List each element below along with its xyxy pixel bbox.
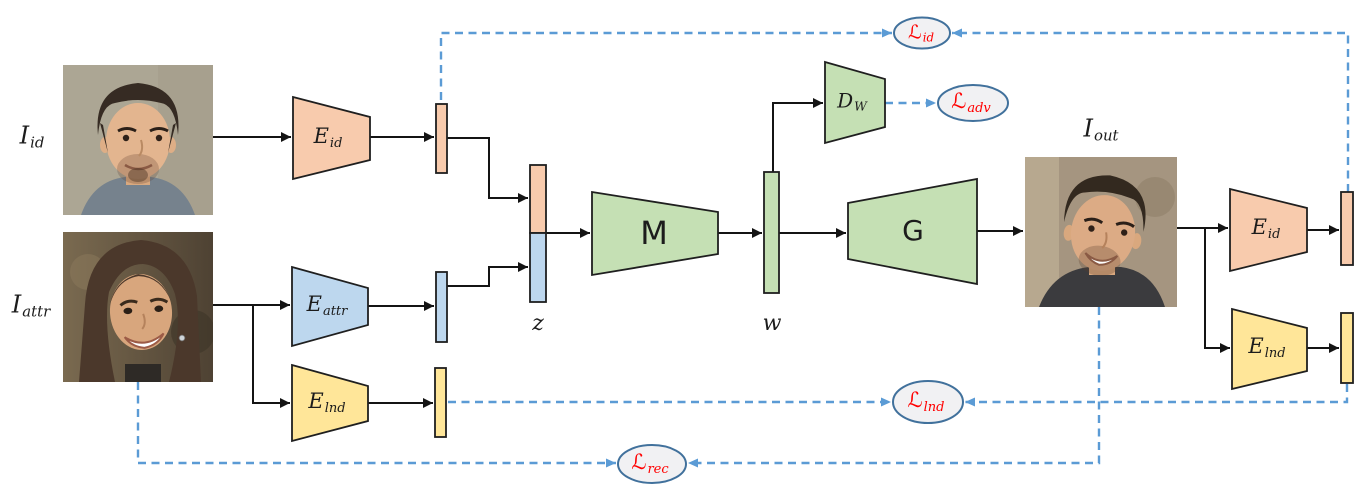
feature-bar-id-right <box>1340 191 1354 266</box>
label-encoder-lnd-right: Elnd <box>1248 336 1285 360</box>
arrow-attrbar-to-z <box>447 262 528 287</box>
encoder-e-attr <box>291 265 369 348</box>
loss-ellipse-id <box>893 16 951 50</box>
loss-id-subscript: id <box>922 30 934 45</box>
label-output: Iout <box>1084 116 1119 143</box>
label-encoder-lnd-left: Elnd <box>308 391 345 415</box>
encoder-lnd-right-symbol: E <box>1248 334 1264 359</box>
encoder-attr-subscript: attr <box>322 303 348 319</box>
label-encoder-id-left: Eid <box>314 126 343 150</box>
loss-adv-symbol: ℒ <box>951 89 967 114</box>
arrow-iattr-to-elnd <box>252 305 290 408</box>
encoder-attr-symbol: E <box>306 292 322 317</box>
latent-w-bar <box>763 171 780 294</box>
arrow-w-to-dw <box>772 98 823 172</box>
label-latent-w: w <box>763 313 782 335</box>
loss-rec-symbol: ℒ <box>631 450 647 475</box>
label-input-attr-symbol: I <box>11 290 22 319</box>
label-encoder-attr: Eattr <box>307 294 348 318</box>
encoder-lnd-left-subscript: lnd <box>324 400 346 416</box>
encoder-lnd-right-subscript: lnd <box>1264 345 1286 361</box>
loss-ellipse-lnd <box>892 380 964 424</box>
label-loss-adv: ℒadv <box>951 91 991 115</box>
encoder-id-left-subscript: id <box>329 135 343 151</box>
loss-lnd-symbol: ℒ <box>907 388 923 413</box>
discriminator-symbol: D <box>837 88 854 113</box>
label-input-attr-subscript: attr <box>22 302 51 321</box>
generator-g <box>847 177 978 286</box>
feature-bar-id-left <box>435 103 448 174</box>
loss-ellipse-rec <box>617 444 687 484</box>
label-output-symbol: I <box>1083 114 1093 143</box>
loss-lnd-subscript: lnd <box>923 399 945 415</box>
loss-rec-subscript: rec <box>647 461 669 477</box>
label-discriminator: DW <box>837 91 867 114</box>
label-input-id-subscript: id <box>30 133 45 152</box>
latent-z-attr-segment <box>529 232 547 303</box>
label-loss-rec: ℒrec <box>631 452 668 476</box>
label-loss-lnd: ℒlnd <box>907 390 944 414</box>
encoder-e-lnd-right <box>1231 307 1308 391</box>
face-photo-attribute-woman <box>63 232 213 382</box>
feature-bar-lnd-right <box>1340 312 1354 384</box>
discriminator-dw <box>824 60 886 145</box>
encoder-id-left-symbol: E <box>313 124 329 149</box>
arrow-iout-to-elnd <box>1204 228 1230 353</box>
label-output-subscript: out <box>1093 126 1119 145</box>
discriminator-subscript: W <box>854 99 867 115</box>
encoder-e-id-right <box>1229 187 1308 273</box>
input-image-attr <box>63 232 213 382</box>
arrow-idbar-to-z <box>447 137 528 203</box>
label-latent-z: z <box>532 313 544 335</box>
encoder-id-right-symbol: E <box>1251 215 1267 240</box>
feature-bar-attr-left <box>435 271 448 343</box>
face-photo-source-man <box>63 65 213 215</box>
label-input-id-symbol: I <box>19 121 30 150</box>
dashed-idbar-right-to-lid <box>952 28 1350 192</box>
loss-adv-subscript: adv <box>967 100 991 116</box>
feature-bar-lnd-left <box>434 367 447 438</box>
loss-id-symbol: ℒ <box>908 21 922 44</box>
latent-z-id-segment <box>529 164 547 234</box>
label-input-id: Iid <box>20 123 45 150</box>
encoder-e-lnd-left <box>291 363 369 443</box>
encoder-id-right-subscript: id <box>1267 226 1281 242</box>
label-generator: G <box>902 214 924 247</box>
label-encoder-id-right: Eid <box>1252 217 1281 241</box>
latent-z-symbol: z <box>532 311 544 336</box>
dashed-iattr-to-lrec <box>136 382 616 468</box>
label-input-attr: Iattr <box>12 292 50 319</box>
dashed-lndbar-right-to-llnd <box>965 384 1349 407</box>
output-image <box>1025 157 1177 307</box>
latent-w-symbol: w <box>762 311 782 336</box>
label-loss-id: ℒid <box>908 23 934 44</box>
mapping-network-m <box>591 190 719 277</box>
dashed-idbar-to-lid <box>439 28 892 100</box>
encoder-e-id-left <box>292 95 371 181</box>
loss-ellipse-adv <box>937 84 1009 122</box>
encoder-lnd-left-symbol: E <box>308 389 324 414</box>
face-photo-output-man <box>1025 157 1177 307</box>
dashed-iout-to-lrec <box>688 307 1101 468</box>
label-mapping-network: M <box>640 214 668 252</box>
input-image-id <box>63 65 213 215</box>
